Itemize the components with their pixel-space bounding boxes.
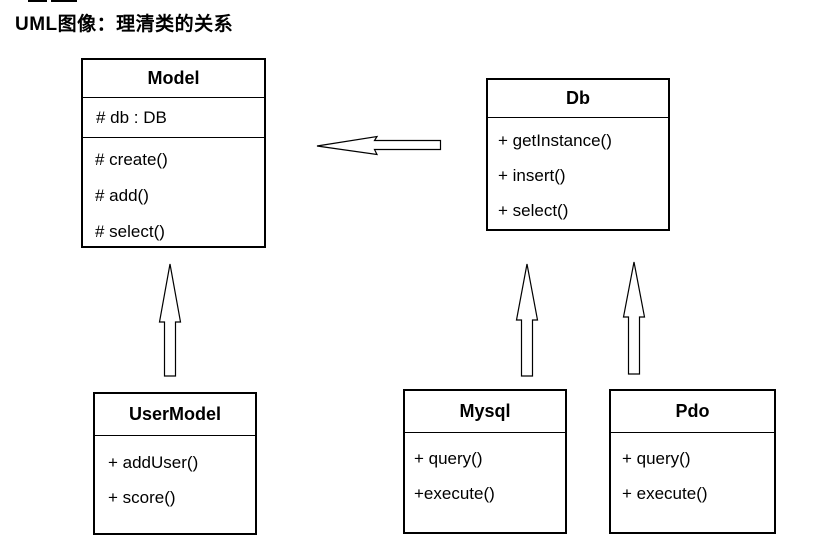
attribute: # db : DB <box>96 107 167 127</box>
class-box-usermodel: UserModel + addUser() + score() <box>93 392 257 535</box>
method: + select() <box>498 201 569 220</box>
method: + score() <box>108 488 176 507</box>
cropped-text-artifact <box>51 0 77 2</box>
method: # create() <box>95 150 168 169</box>
class-name-model: Model <box>83 60 264 98</box>
method: + addUser() <box>108 453 199 472</box>
class-box-mysql: Mysql + query() +execute() <box>403 389 567 534</box>
hollow-arrow-db-to-model <box>316 135 442 156</box>
class-name-pdo: Pdo <box>611 391 774 433</box>
class-methods-pdo: + query() + execute() <box>611 433 774 532</box>
class-box-db: Db + getInstance() + insert() + select() <box>486 78 670 231</box>
method: # add() <box>95 186 149 205</box>
method: + getInstance() <box>498 131 612 150</box>
method: + query() <box>622 449 691 468</box>
hollow-arrow-mysql-to-db <box>515 263 539 377</box>
class-box-pdo: Pdo + query() + execute() <box>609 389 776 534</box>
class-methods-mysql: + query() +execute() <box>405 433 565 532</box>
method: + query() <box>414 449 483 468</box>
class-name-usermodel: UserModel <box>95 394 255 436</box>
class-name-db: Db <box>488 80 668 118</box>
method: # select() <box>95 222 165 241</box>
cropped-text-artifact <box>28 0 47 2</box>
class-box-model: Model # db : DB # create() # add() # sel… <box>81 58 266 248</box>
hollow-arrow-pdo-to-db <box>622 261 646 375</box>
method: +execute() <box>414 484 495 503</box>
class-methods-model: # create() # add() # select() <box>83 138 264 250</box>
method: + insert() <box>498 166 566 185</box>
class-attributes-model: # db : DB <box>83 98 264 138</box>
method: + execute() <box>622 484 708 503</box>
class-name-mysql: Mysql <box>405 391 565 433</box>
class-methods-usermodel: + addUser() + score() <box>95 436 255 533</box>
class-methods-db: + getInstance() + insert() + select() <box>488 118 668 229</box>
page-title: UML图像：理清类的关系 <box>15 14 234 35</box>
hollow-arrow-usermodel-to-model <box>158 263 182 377</box>
